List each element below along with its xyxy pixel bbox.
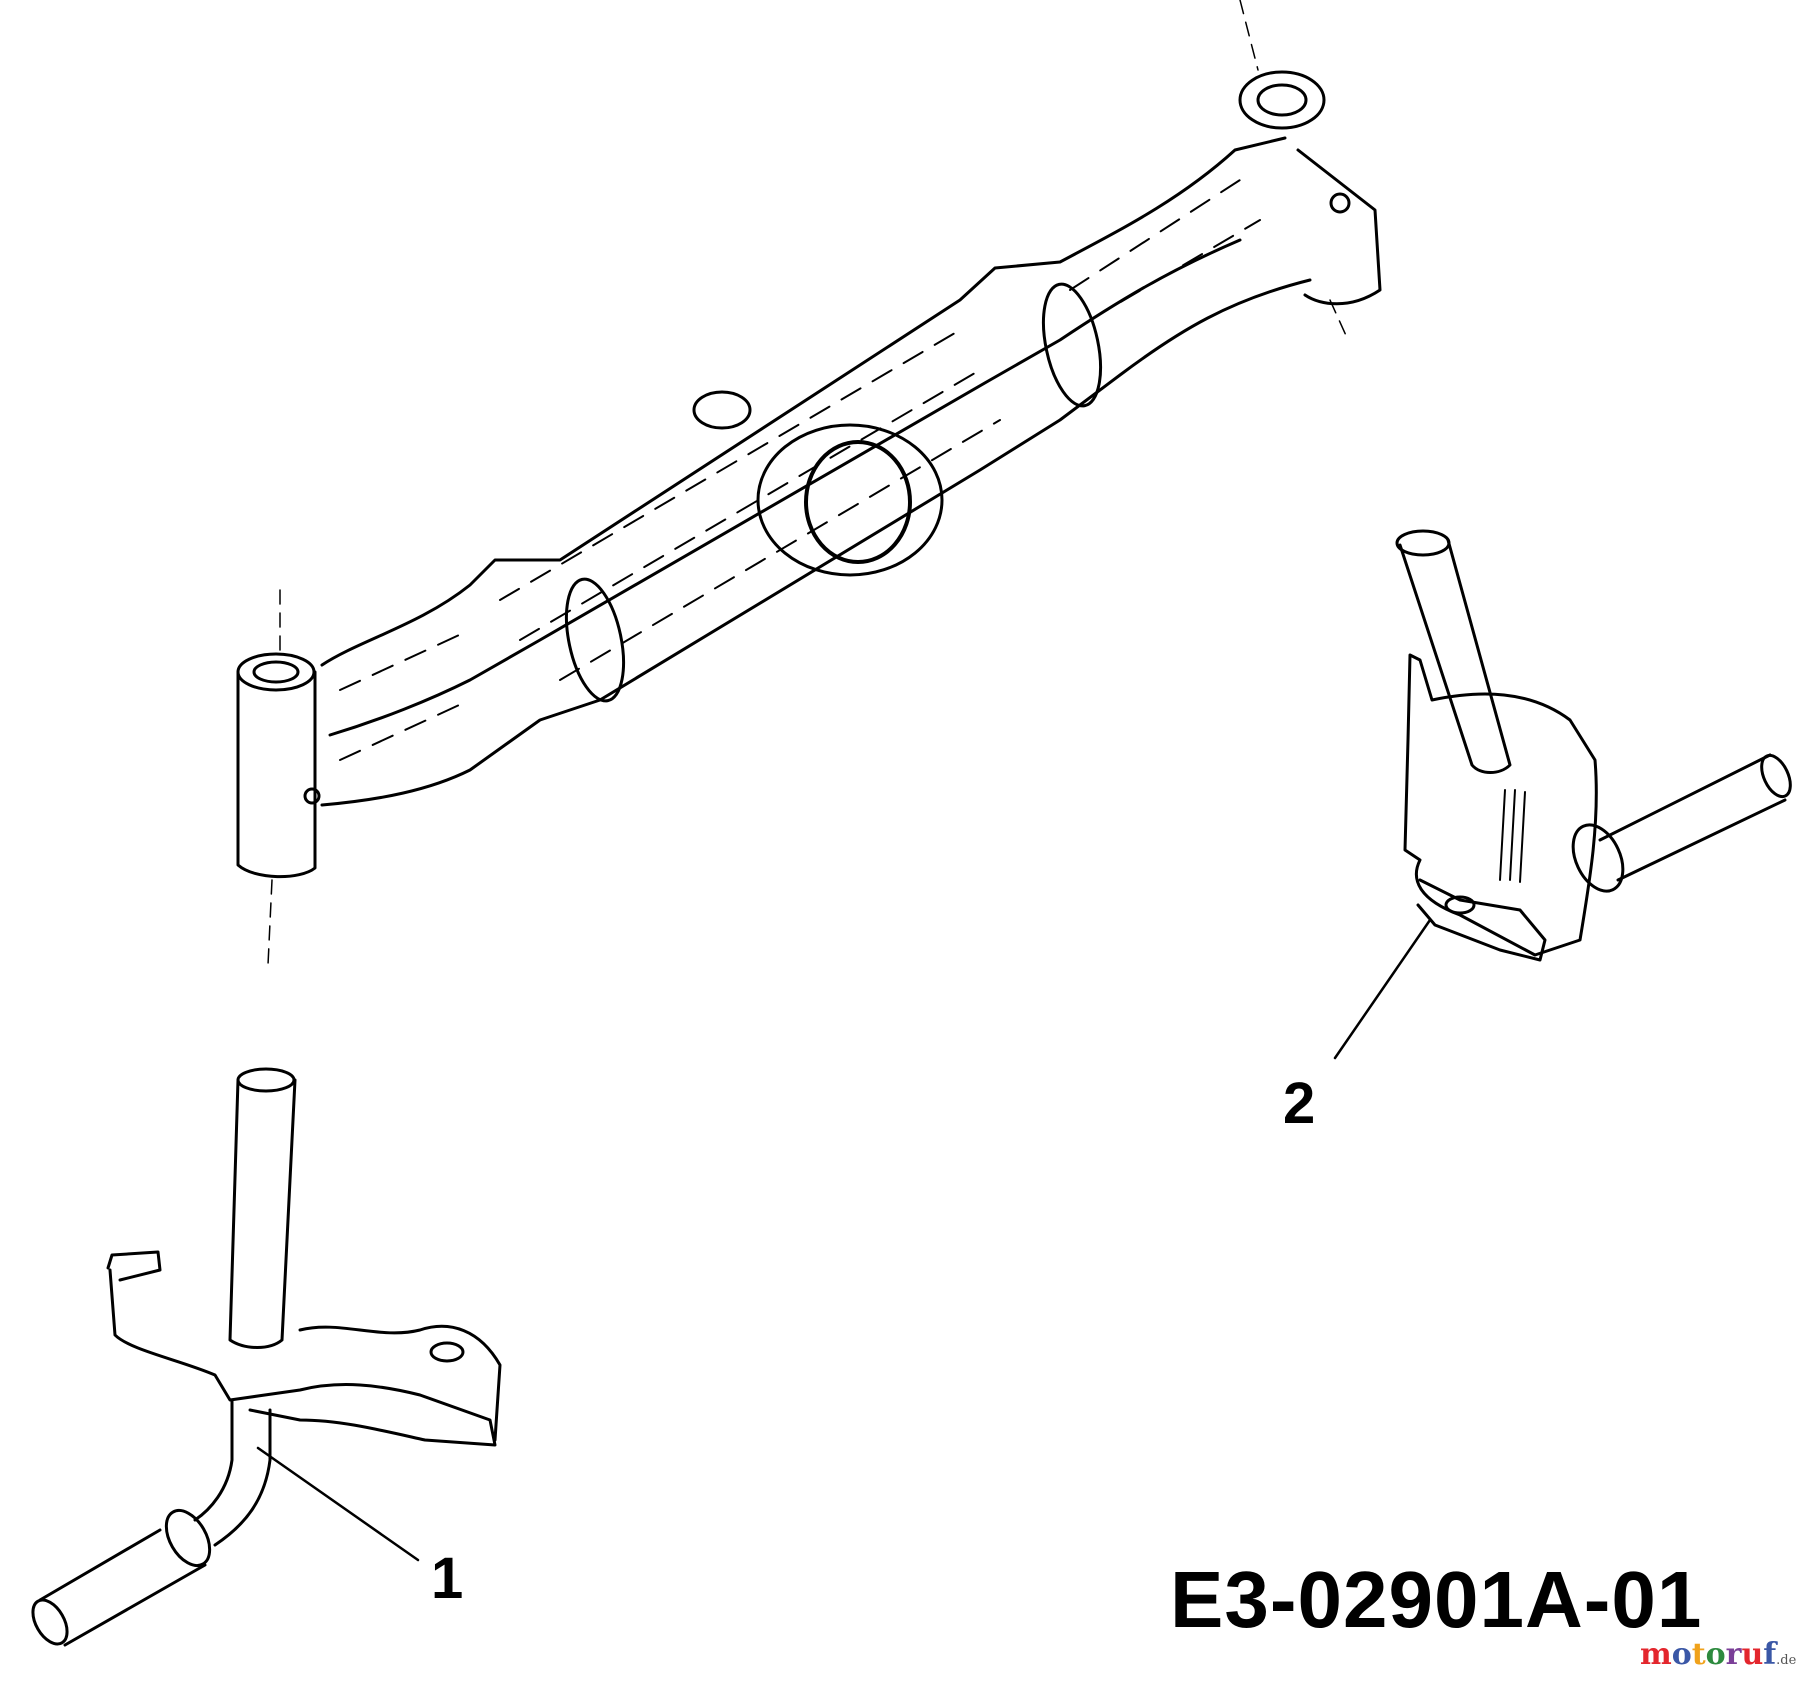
left-spindle-bracket [108,1268,497,1447]
left-spindle-elbow [193,1398,272,1547]
right-axle-bore-top [1238,70,1326,130]
axle-beam-bottom-edge [320,278,1312,807]
left-steering-arm [298,1324,502,1442]
watermark-tld: .de [1776,1653,1797,1668]
left-steering-spindle [31,1067,502,1647]
left-axle-bore-tube [236,670,317,879]
right-spindle-plate [1416,878,1547,962]
callout-2-number: 2 [1283,1071,1316,1136]
callout-1-number: 1 [431,1546,464,1611]
watermark-letter: r [1725,1637,1742,1672]
left-steering-arm-hole [429,1341,465,1363]
right-spindle-housing [1403,653,1598,957]
left-grease-fitting [303,787,321,805]
left-axle-bore-hole [252,660,300,684]
right-steering-spindle [1395,529,1792,962]
left-shaft-collar [164,1509,212,1567]
left-shaft-end [31,1598,69,1646]
right-axle-bore-tube [1296,148,1382,306]
callout-1-leader [256,1446,420,1562]
watermark-letter: o [1705,1637,1726,1672]
axle-beam-top-edge [320,136,1287,667]
watermark-letter: u [1741,1637,1764,1672]
right-grease-fitting [1329,192,1351,214]
right-spindle-kingpin-top [1395,529,1451,557]
right-shaft-collar [1571,823,1625,893]
centerlines [267,0,1349,966]
left-wheel-shaft [38,1528,207,1647]
beam-oval-left [564,577,626,703]
right-shaft-end [1760,753,1792,799]
left-spindle-bracket-tab [106,1250,162,1282]
beam-center-pivot-outer [756,423,944,577]
right-spindle-gear-ridge [1499,789,1526,883]
watermark-letter: f [1763,1637,1777,1672]
right-spindle-kingpin [1398,538,1512,774]
front-axle-beam [236,0,1382,966]
left-axle-bore-top [236,652,316,692]
axle-beam-inner-edge [328,238,1242,737]
beam-oval-right [1041,282,1103,408]
watermark-letter: o [1671,1637,1692,1672]
beam-hatching [339,179,1261,761]
left-spindle-kingpin-top [236,1067,296,1093]
right-spindle-plate-hole [1444,895,1476,915]
watermark-letter: t [1691,1637,1706,1672]
beam-rear-boss [692,390,752,430]
beam-center-pivot [804,440,912,564]
diagram-reference-code: E3-02901A-01 [1170,1555,1703,1644]
right-wheel-shaft [1598,753,1787,882]
left-spindle-kingpin [228,1078,297,1349]
callout-2-leader [1333,918,1432,1060]
motoruf-watermark-logo: motoruf.de [1640,1640,1796,1670]
watermark-letter: m [1640,1637,1672,1672]
right-axle-bore-hole [1256,83,1308,117]
